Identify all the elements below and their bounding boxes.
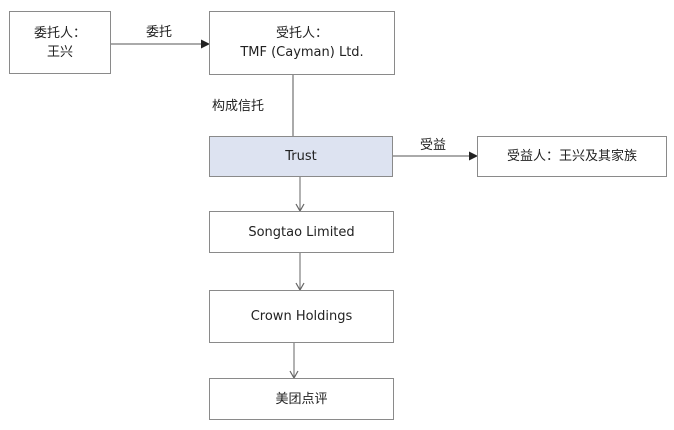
edge-label-entrust: 委托 — [146, 25, 173, 40]
songtao-box: Songtao Limited — [209, 211, 394, 253]
settlor-name: 王兴 — [46, 44, 73, 60]
trustee-box: 受托人： TMF (Cayman) Ltd. — [209, 11, 395, 75]
meituan-box: 美团点评 — [209, 378, 394, 420]
crown-holdings-box: Crown Holdings — [209, 290, 394, 343]
settlor-box: 委托人： 王兴 — [9, 11, 111, 74]
beneficiary-label: 受益人：王兴及其家族 — [506, 149, 637, 164]
trust-box: Trust — [209, 136, 393, 177]
settlor-role: 委托人： — [33, 25, 86, 41]
trustee-name: TMF (Cayman) Ltd. — [240, 45, 364, 60]
edge-label-benefit: 受益 — [420, 138, 447, 153]
trustee-role: 受托人： — [275, 26, 328, 41]
edge-label-form-trust: 构成信托 — [212, 99, 265, 114]
crown-holdings-label: Crown Holdings — [250, 309, 353, 324]
meituan-label: 美团点评 — [275, 391, 328, 407]
trust-label: Trust — [285, 149, 317, 164]
songtao-label: Songtao Limited — [248, 224, 355, 240]
beneficiary-box: 受益人：王兴及其家族 — [477, 136, 667, 177]
